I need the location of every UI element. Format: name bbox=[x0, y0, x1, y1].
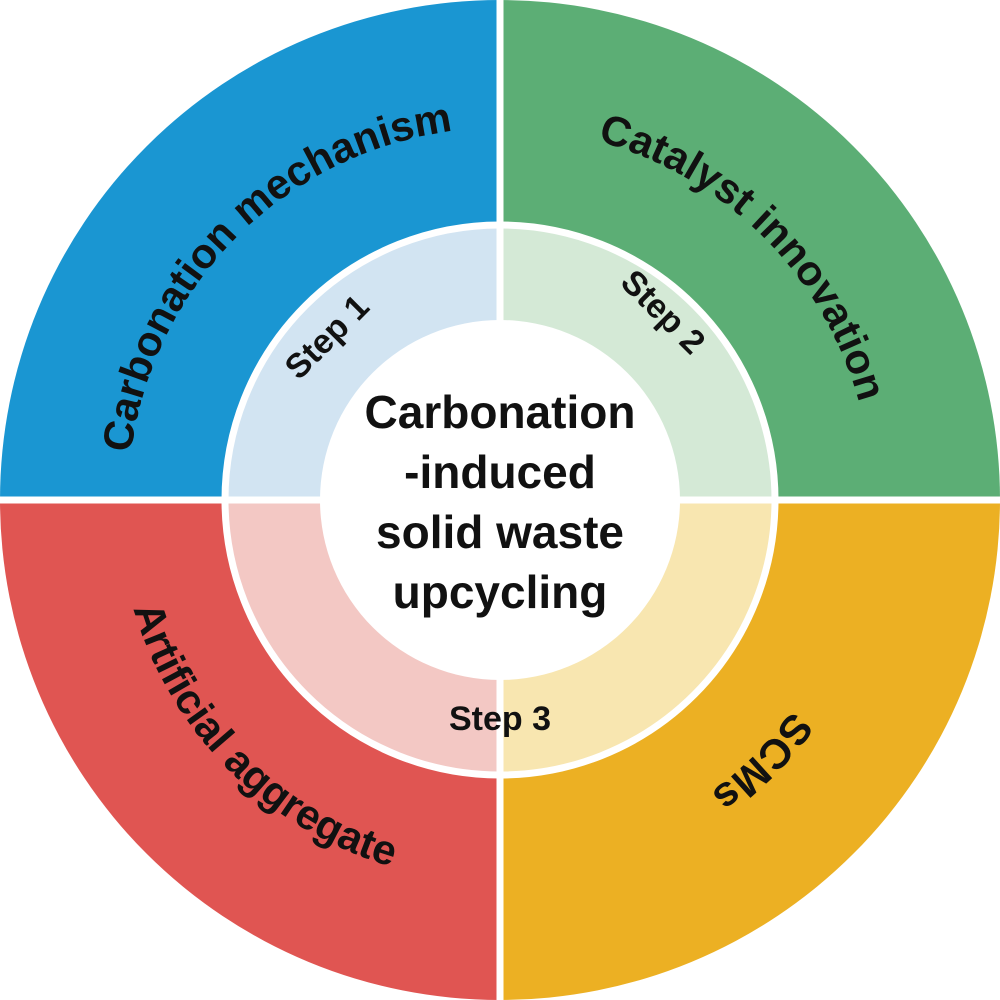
center-title-line-3: solid waste bbox=[376, 506, 624, 558]
center-title-line-4: upcycling bbox=[393, 566, 608, 618]
center-title-line-1: Carbonation bbox=[365, 386, 636, 438]
center-circle bbox=[320, 320, 680, 680]
step-3-label: Step 3 bbox=[449, 700, 551, 738]
center-title-line-2: -induced bbox=[404, 446, 596, 498]
